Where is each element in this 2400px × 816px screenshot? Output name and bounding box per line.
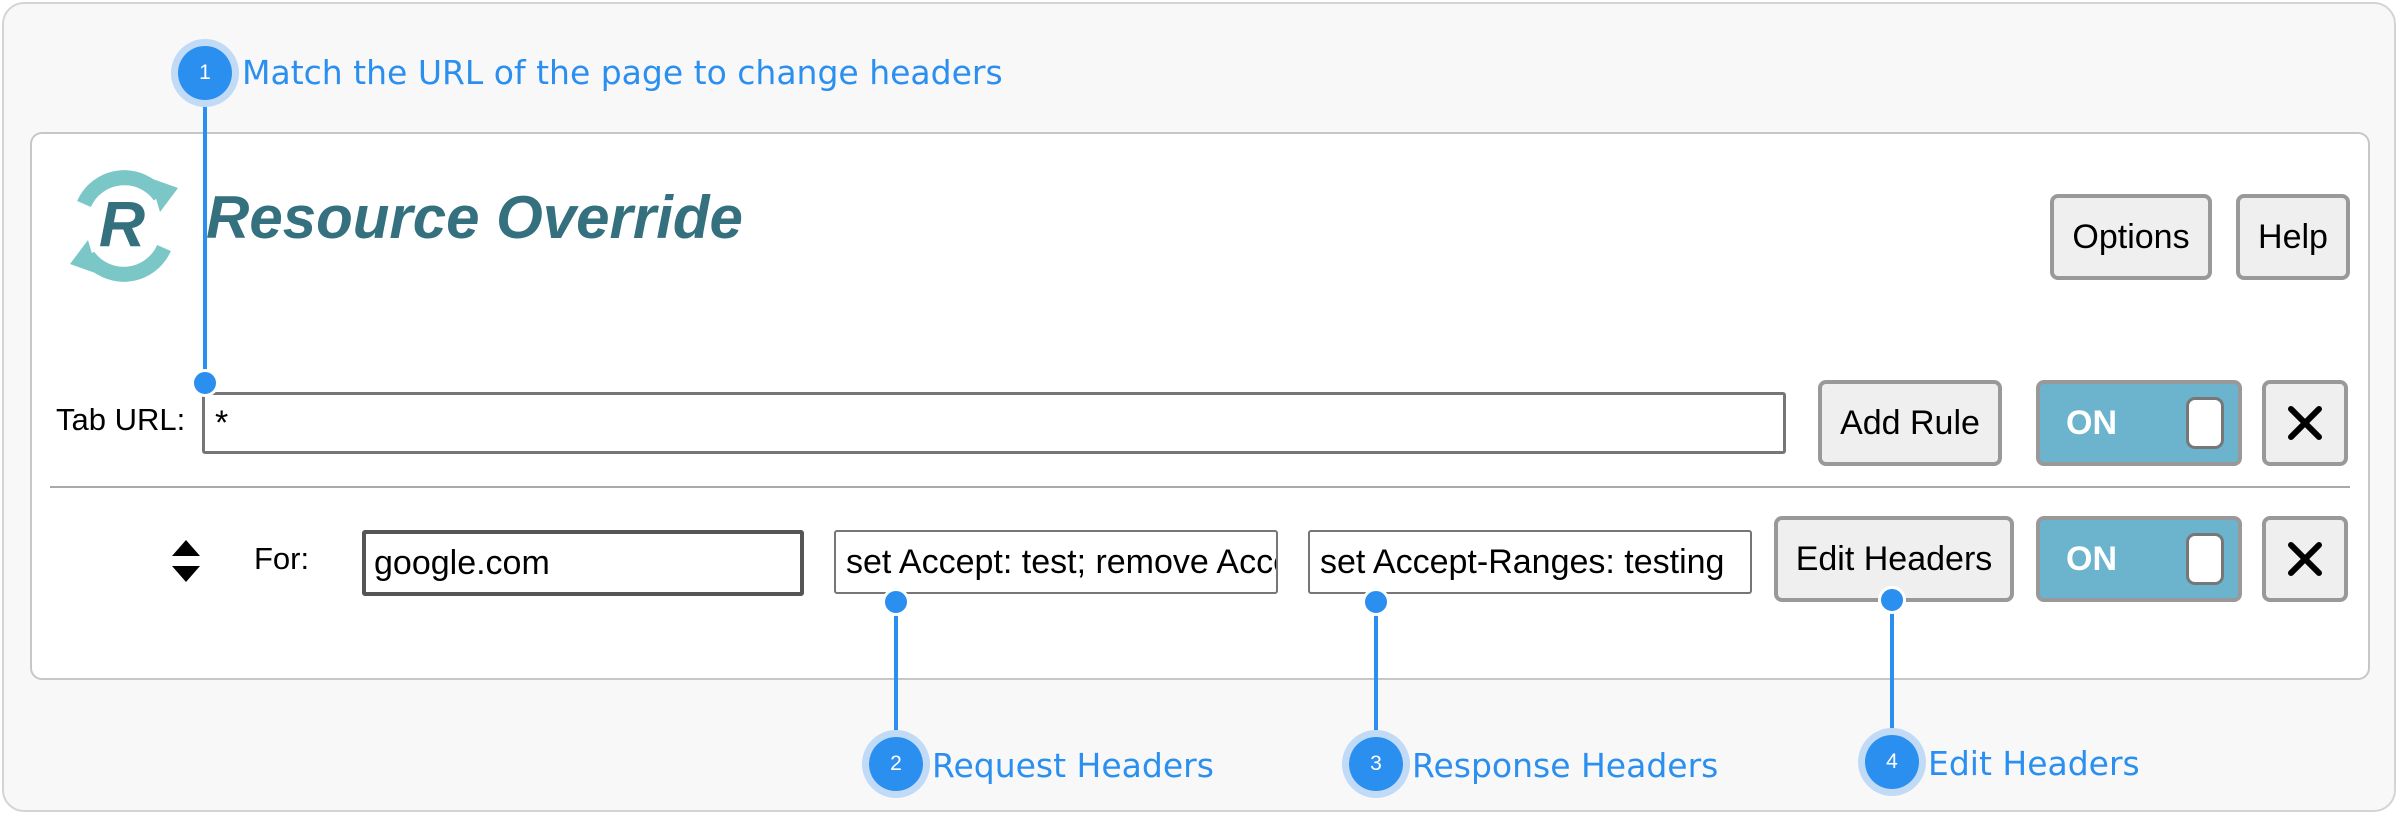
toggle-on-label: ON	[2066, 403, 2117, 442]
header-rule-toggle[interactable]: ON	[2036, 516, 2242, 602]
toggle-on-label: ON	[2066, 539, 2117, 578]
help-button[interactable]: Help	[2236, 194, 2350, 280]
callout-2-text: Request Headers	[932, 746, 1214, 785]
callout-2-anchor	[882, 588, 910, 616]
callout-4-badge: 4	[1865, 735, 1919, 789]
callout-1-anchor	[191, 369, 219, 397]
callout-1-line	[203, 72, 207, 382]
match-url-input[interactable]: google.com	[362, 530, 804, 596]
callout-1-text: Match the URL of the page to change head…	[242, 53, 1003, 92]
callout-3-anchor	[1362, 588, 1390, 616]
svg-text:R: R	[99, 188, 145, 260]
close-icon	[2288, 542, 2322, 576]
row-divider	[50, 486, 2350, 488]
tab-url-label: Tab URL:	[56, 402, 186, 437]
callout-3-line	[1374, 600, 1378, 750]
callout-4-text: Edit Headers	[1928, 744, 2140, 783]
request-headers-input[interactable]: set Accept: test; remove Accept-Ranges	[834, 530, 1278, 594]
close-icon	[2288, 406, 2322, 440]
toggle-knob	[2186, 533, 2224, 585]
callout-4-line	[1890, 600, 1894, 750]
callout-3-text: Response Headers	[1412, 746, 1719, 785]
toggle-knob	[2186, 397, 2224, 449]
response-headers-input[interactable]: set Accept-Ranges: testing	[1308, 530, 1752, 594]
resource-override-logo-icon: R	[70, 170, 178, 282]
app-title: Resource Override	[206, 184, 743, 251]
options-button[interactable]: Options	[2050, 194, 2212, 280]
sort-handle-icon[interactable]	[170, 538, 202, 584]
delete-tab-rule-button[interactable]	[2262, 380, 2348, 466]
callout-4-anchor	[1878, 586, 1906, 614]
callout-2-badge: 2	[869, 737, 923, 791]
callout-2-line	[894, 600, 898, 750]
callout-1-badge: 1	[178, 46, 232, 100]
add-rule-button[interactable]: Add Rule	[1818, 380, 2002, 466]
delete-header-rule-button[interactable]	[2262, 516, 2348, 602]
for-label: For:	[254, 541, 310, 576]
tab-url-input[interactable]: *	[202, 392, 1786, 454]
tab-rule-toggle[interactable]: ON	[2036, 380, 2242, 466]
callout-3-badge: 3	[1349, 737, 1403, 791]
